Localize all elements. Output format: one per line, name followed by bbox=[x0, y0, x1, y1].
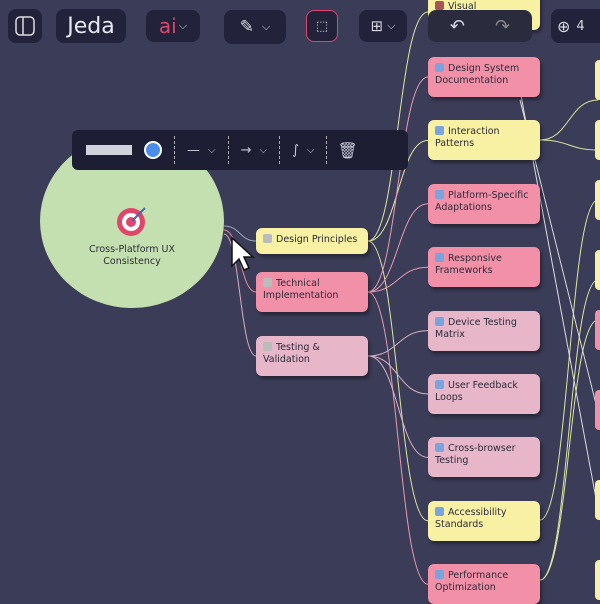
chevron-down-icon: ⌵ bbox=[306, 144, 315, 156]
sidebar-icon bbox=[15, 16, 35, 36]
shapes-menu-button[interactable]: ⊞⌵ bbox=[359, 10, 407, 42]
divider bbox=[174, 136, 175, 164]
node-cross-browser-testing[interactable]: Cross-browser Testing bbox=[428, 437, 540, 478]
node-performance-optimization[interactable]: Performance Optimization bbox=[428, 564, 540, 604]
node-device-testing-matrix[interactable]: Device Testing Matrix bbox=[428, 310, 540, 351]
edge-style-toolbar: —⌵ →⌵ ∫⌵ 🗑 bbox=[72, 130, 408, 170]
select-tool-button[interactable]: ⬚ bbox=[306, 10, 338, 42]
chevron-down-icon: ⌵ bbox=[261, 20, 271, 33]
edge bbox=[367, 291, 429, 585]
palette-icon bbox=[435, 1, 444, 10]
edge bbox=[539, 139, 599, 151]
gear-icon bbox=[263, 278, 272, 287]
check-icon bbox=[263, 342, 272, 351]
grid-add-icon: ⊞ bbox=[370, 17, 384, 35]
edge bbox=[367, 240, 429, 522]
edge bbox=[539, 279, 599, 581]
undo-icon[interactable]: ↶ bbox=[449, 15, 465, 37]
accessibility-icon bbox=[435, 506, 444, 516]
mouse-cursor-icon bbox=[231, 236, 255, 271]
partial-node[interactable] bbox=[595, 250, 600, 290]
edge bbox=[367, 355, 429, 458]
phone-icon bbox=[435, 253, 444, 263]
divider bbox=[227, 136, 229, 164]
edge bbox=[367, 139, 429, 242]
arrow-right-icon: → bbox=[240, 142, 252, 158]
line-icon: — bbox=[187, 142, 200, 158]
chat-icon bbox=[435, 380, 444, 389]
chevron-down-icon: ⌵ bbox=[208, 144, 216, 156]
partial-node[interactable] bbox=[595, 180, 600, 220]
partial-node[interactable] bbox=[595, 480, 600, 520]
logo[interactable]: Jeda bbox=[56, 9, 126, 43]
edge bbox=[367, 266, 429, 293]
devices-icon bbox=[435, 189, 444, 199]
select-cursor-icon: ⬚ bbox=[315, 18, 329, 34]
node-user-feedback-loops[interactable]: User Feedback Loops bbox=[428, 374, 540, 414]
curve-icon: ∫ bbox=[292, 142, 299, 158]
zoom-in-icon: ⊕ bbox=[557, 16, 571, 36]
lightning-icon bbox=[435, 570, 444, 580]
edge bbox=[223, 233, 257, 357]
stroke-color-swatch[interactable] bbox=[86, 145, 132, 155]
edge bbox=[367, 355, 429, 395]
edge bbox=[519, 89, 600, 521]
divider bbox=[279, 136, 281, 164]
node-platform-specific-adaptations[interactable]: Platform-Specific Adaptations bbox=[428, 183, 540, 224]
edge bbox=[223, 225, 257, 242]
ai-menu-button[interactable]: ai⌵ bbox=[146, 10, 200, 42]
redo-icon[interactable]: ↷ bbox=[495, 15, 511, 37]
pen-tool-button[interactable]: ✎⌵ bbox=[224, 10, 286, 44]
edge bbox=[367, 330, 429, 357]
line-style-dropdown[interactable]: —⌵ bbox=[175, 143, 228, 158]
color-picker-button[interactable] bbox=[144, 141, 162, 159]
trash-icon[interactable]: 🗑 bbox=[337, 140, 358, 160]
edge bbox=[539, 99, 599, 141]
divider bbox=[326, 136, 328, 164]
book-icon bbox=[435, 63, 444, 72]
partial-node[interactable] bbox=[595, 390, 600, 430]
node-design-system-documentation[interactable]: Design System Documentation bbox=[428, 57, 540, 97]
edge bbox=[367, 203, 429, 293]
undo-redo-group: ↶↷ bbox=[428, 10, 532, 42]
chevron-down-icon: ⌵ bbox=[259, 144, 268, 156]
partial-node[interactable] bbox=[595, 310, 600, 350]
node-0[interactable]: Design Principles bbox=[256, 228, 368, 254]
edge bbox=[539, 199, 599, 521]
chart-icon bbox=[435, 316, 444, 326]
zoom-control[interactable]: ⊕4 bbox=[551, 9, 600, 43]
node-2[interactable]: Testing & Validation bbox=[256, 336, 368, 376]
arrow-style-dropdown[interactable]: →⌵ bbox=[229, 143, 280, 158]
node-interaction-patterns[interactable]: Interaction Patterns bbox=[428, 120, 540, 161]
hand-icon bbox=[435, 126, 444, 136]
node-accessibility-standards[interactable]: Accessibility Standards bbox=[428, 500, 540, 541]
edge bbox=[367, 11, 429, 242]
partial-node[interactable] bbox=[595, 60, 600, 100]
node-responsive-frameworks[interactable]: Responsive Frameworks bbox=[428, 247, 540, 288]
chevron-down-icon: ⌵ bbox=[387, 19, 396, 32]
chevron-down-icon: ⌵ bbox=[178, 19, 188, 32]
partial-node[interactable] bbox=[595, 120, 600, 160]
node-1[interactable]: Technical Implementation bbox=[256, 272, 368, 312]
curve-style-dropdown[interactable]: ∫⌵ bbox=[280, 143, 326, 158]
target-icon bbox=[117, 207, 146, 236]
sidebar-toggle-button[interactable] bbox=[8, 9, 42, 43]
edge bbox=[539, 319, 599, 581]
palette-icon bbox=[263, 234, 272, 243]
edge bbox=[367, 76, 429, 293]
globe-icon bbox=[435, 443, 444, 453]
pencil-icon: ✎ bbox=[239, 17, 254, 37]
partial-node[interactable] bbox=[595, 560, 600, 600]
